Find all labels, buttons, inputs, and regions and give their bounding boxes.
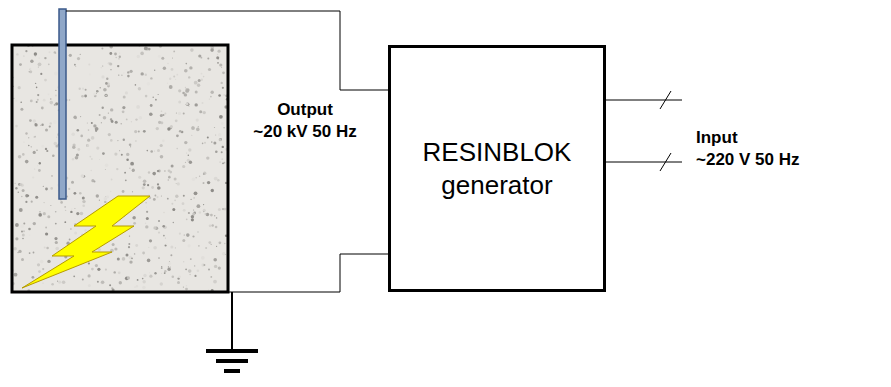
input-label: Input <box>696 128 738 148</box>
output-label: Output <box>277 100 333 120</box>
terminal-slash <box>660 91 671 109</box>
concrete-texture <box>12 45 228 292</box>
lightning-bolt <box>22 196 150 288</box>
input-wire-1 <box>600 100 682 101</box>
output-wire-bottom <box>228 254 388 292</box>
input-voltage: ~220 V 50 Hz <box>696 150 800 170</box>
output-wire-top <box>66 11 388 90</box>
electrode-rod <box>59 9 66 199</box>
terminal-slash <box>660 153 671 171</box>
output-voltage: ~20 kV 50 Hz <box>253 122 357 142</box>
wires <box>66 11 682 350</box>
concrete-block <box>12 45 228 292</box>
ground-symbol <box>206 351 258 371</box>
input-wire-2 <box>600 162 682 163</box>
block-outline <box>12 45 228 292</box>
generator-box: RESINBLOK generator <box>388 45 606 292</box>
ground-lead <box>231 292 233 350</box>
box-label: RESINBLOK generator <box>391 128 603 209</box>
